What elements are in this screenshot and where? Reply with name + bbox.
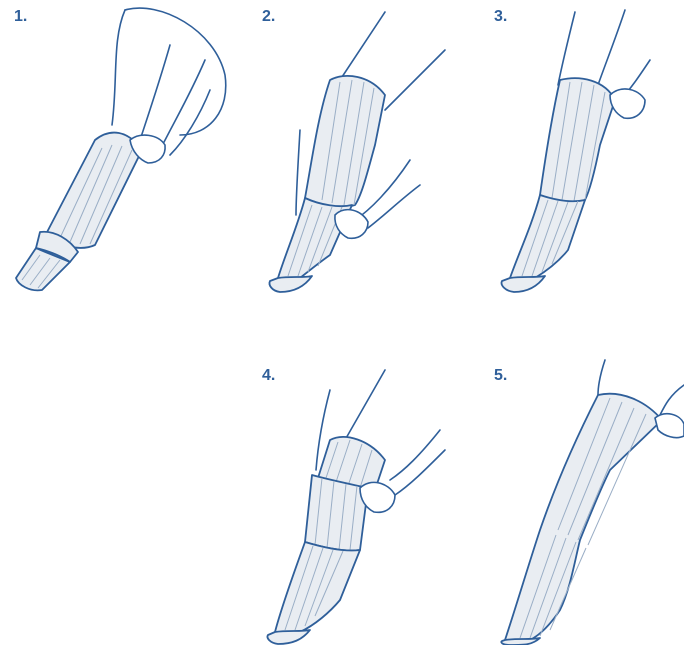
step-4-illustration [267,370,445,644]
step-1-illustration [16,8,226,290]
step-3-illustration [502,10,650,292]
step-5-illustration [501,360,684,645]
step-2-illustration [269,12,445,292]
